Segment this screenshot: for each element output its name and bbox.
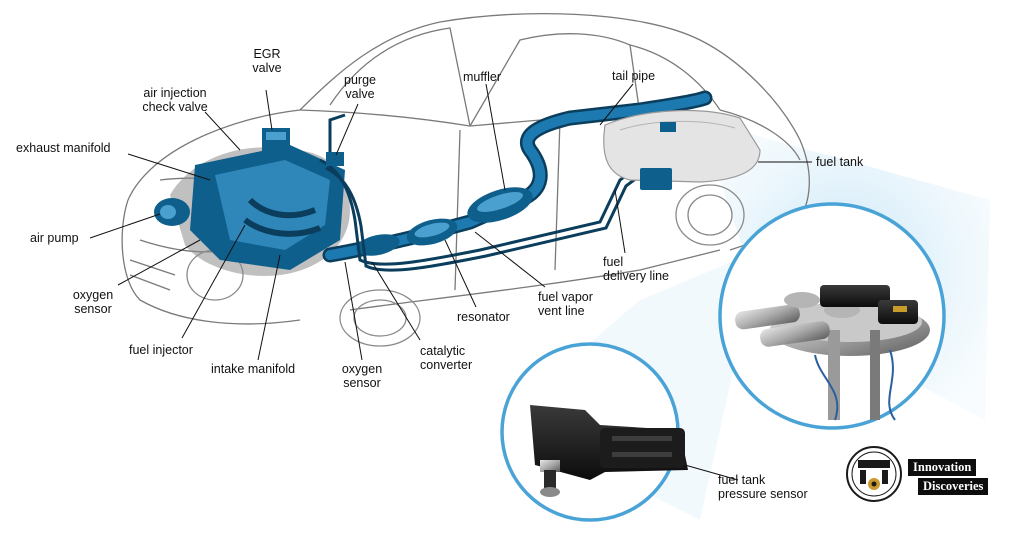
fuel-injector-label: fuel injector	[129, 343, 193, 357]
exhaust-manifold-label: exhaust manifold	[16, 141, 111, 155]
muffler-part	[467, 187, 533, 223]
catalytic-converter-part	[356, 234, 400, 256]
brand-name-line1: Innovation	[908, 459, 977, 476]
brand-name-line2: Discoveries	[918, 478, 989, 495]
mechanic-gear-logo-icon	[846, 446, 902, 502]
tail-pipe-label: tail pipe	[612, 69, 656, 83]
fuel-tank-part	[603, 109, 761, 190]
leader-lines	[89, 83, 812, 481]
purge-valve-part	[326, 152, 344, 166]
air-pump-label: air pump	[30, 231, 79, 245]
muffler-label: muffler	[463, 70, 501, 84]
pressure-sensor-callout	[500, 342, 688, 522]
air-pump-part	[154, 198, 190, 226]
resonator-part	[406, 218, 458, 246]
fuel-pump-module-callout	[718, 202, 946, 430]
resonator-label: resonator	[457, 310, 510, 324]
intake-manifold-label: intake manifold	[211, 362, 296, 376]
engine-block	[170, 128, 350, 276]
fuel-lines	[319, 113, 647, 272]
fuel-tank-label: fuel tank	[816, 155, 864, 169]
